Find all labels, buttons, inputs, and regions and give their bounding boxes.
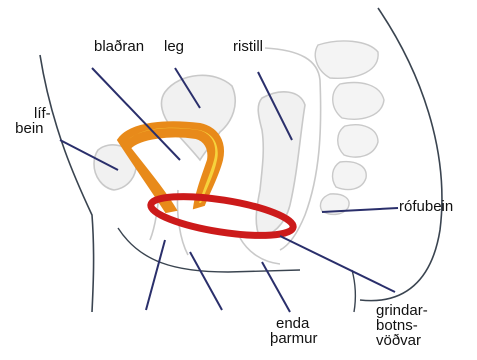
label-pelvic-floor-line1: grindar- (376, 303, 428, 318)
sacrum-bones (315, 41, 384, 214)
label-uterus: leg (164, 39, 184, 54)
label-rectum: enda þarmur (270, 316, 318, 346)
leader-pelvic-floor (280, 236, 395, 292)
vertebra (338, 125, 378, 157)
rectum-curve (240, 238, 280, 264)
label-colon: ristill (233, 39, 263, 54)
label-pubic-bone-line1: líf- (34, 106, 51, 121)
label-pubic-bone: líf- bein (34, 106, 51, 136)
label-pubic-bone-line2: bein (8, 121, 51, 136)
label-bladder: blaðran (94, 39, 144, 54)
leader-urethra (146, 240, 165, 310)
vertebra (315, 41, 378, 78)
vertebra (333, 83, 384, 120)
vertebra (333, 162, 367, 190)
label-rectum-line2: þarmur (270, 331, 318, 346)
leader-vagina (190, 252, 222, 310)
uterus-shape (161, 75, 235, 160)
label-pelvic-floor-line2: botns- (376, 318, 428, 333)
leader-rectum (262, 262, 290, 312)
label-coccyx: rófubein (399, 199, 453, 214)
label-rectum-line1: enda (276, 316, 318, 331)
label-pelvic-floor-line3: vöðvar (376, 333, 428, 348)
body-outline-left (40, 55, 94, 312)
label-pelvic-floor-muscles: grindar- botns- vöðvar (376, 303, 428, 348)
buttock-line (352, 270, 355, 312)
